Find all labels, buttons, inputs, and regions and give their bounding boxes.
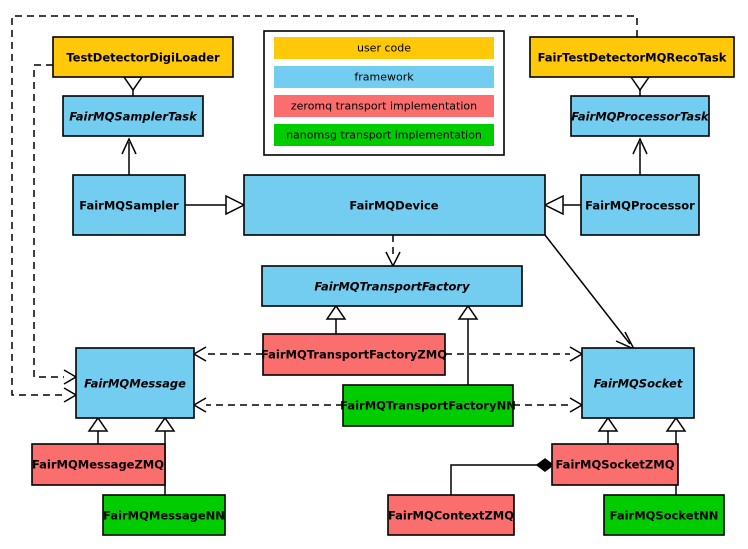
node-box[interactable]: [580, 174, 700, 236]
node-label: FairTestDetectorMQRecoTask: [538, 51, 727, 65]
node-testdetectordigiloader[interactable]: TestDetectorDigiLoader: [52, 36, 234, 78]
node-label: FairMQSamplerTask: [69, 110, 198, 124]
node-box[interactable]: [52, 36, 234, 78]
node-label: FairMQDevice: [349, 199, 438, 213]
node-fairtestdetectormqrecotask[interactable]: FairTestDetectorMQRecoTask: [529, 36, 735, 78]
node-layer: TestDetectorDigiLoader FairMQSamplerTask…: [31, 36, 735, 536]
node-box[interactable]: [551, 443, 679, 486]
node-box[interactable]: [31, 443, 166, 486]
legend-label-nanomsg: nanomsg transport implementation: [286, 129, 482, 142]
node-label: TestDetectorDigiLoader: [66, 51, 220, 65]
edge-factorynn-to-message: [192, 397, 343, 413]
node-fairmqprocessortask[interactable]: FairMQProcessorTask: [570, 95, 710, 137]
node-label: FairMQMessageZMQ: [32, 458, 164, 472]
node-label: FairMQContextZMQ: [388, 509, 514, 523]
edge-processortask-to-recotask: [629, 76, 651, 96]
node-box[interactable]: [262, 333, 446, 376]
edge-factorynn-to-factory: [457, 304, 479, 385]
node-fairmqmessagenn[interactable]: FairMQMessageNN: [102, 494, 226, 536]
legend-swatch-user-code: [274, 37, 494, 59]
node-label: FairMQSocketNN: [610, 509, 719, 523]
legend-item-zeromq: zeromq transport implementation: [274, 95, 494, 117]
node-label: FairMQSocket: [594, 377, 683, 391]
edge-socketzmq-to-socket: [597, 416, 619, 444]
edge-factoryzmq-to-socket: [445, 346, 584, 362]
node-label: FairMQTransportFactoryNN: [340, 399, 516, 413]
node-box[interactable]: [387, 494, 515, 536]
node-fairmqcontextzmq[interactable]: FairMQContextZMQ: [387, 494, 515, 536]
node-fairmqsocketnn[interactable]: FairMQSocketNN: [603, 494, 725, 536]
legend-label-zeromq: zeromq transport implementation: [291, 100, 477, 113]
node-fairmqsamplertask[interactable]: FairMQSamplerTask: [62, 95, 204, 137]
node-label: FairMQTransportFactory: [314, 280, 470, 294]
node-label: FairMQProcessorTask: [571, 110, 710, 124]
node-label: FairMQMessageNN: [103, 509, 225, 523]
node-label: FairMQMessage: [84, 377, 186, 391]
node-box[interactable]: [102, 494, 226, 536]
node-box[interactable]: [581, 347, 695, 419]
node-box[interactable]: [72, 174, 186, 236]
legend-label-framework: framework: [354, 71, 414, 84]
edge-processor-to-processortask: [632, 137, 648, 175]
legend-swatch-zeromq: [274, 95, 494, 117]
edge-samplertask-to-digiloader: [122, 76, 144, 96]
legend-item-user-code: user code: [274, 37, 494, 59]
node-box[interactable]: [243, 174, 546, 236]
edge-contextzmq-to-socketzmq: [450, 458, 555, 495]
node-box[interactable]: [75, 347, 195, 419]
node-fairmqtransportfactoryzmq[interactable]: FairMQTransportFactoryZMQ: [261, 333, 447, 376]
node-fairmqtransportfactorynn[interactable]: FairMQTransportFactoryNN: [340, 384, 516, 427]
legend-item-nanomsg: nanomsg transport implementation: [274, 124, 494, 146]
legend: user code framework zeromq transport imp…: [263, 30, 505, 156]
edge-messagezmq-to-message: [87, 416, 109, 444]
edge-sampler-to-device: [185, 194, 246, 216]
node-fairmqsocketzmq[interactable]: FairMQSocketZMQ: [551, 443, 679, 486]
edge-factoryzmq-to-factory: [325, 304, 347, 334]
node-fairmqdevice[interactable]: FairMQDevice: [243, 174, 546, 236]
node-label: FairMQSocketZMQ: [556, 458, 675, 472]
node-fairmqtransportfactory[interactable]: FairMQTransportFactory: [261, 265, 523, 307]
node-label: FairMQProcessor: [585, 199, 695, 213]
node-fairmqmessagezmq[interactable]: FairMQMessageZMQ: [31, 443, 166, 486]
edge-device-to-socket: [544, 234, 636, 351]
node-fairmqsampler[interactable]: FairMQSampler: [72, 174, 186, 236]
node-fairmqmessage[interactable]: FairMQMessage: [75, 347, 195, 419]
edge-layer: [11, 15, 687, 495]
node-box[interactable]: [261, 265, 523, 307]
legend-item-framework: framework: [274, 66, 494, 88]
node-box[interactable]: [570, 95, 710, 137]
node-box[interactable]: [529, 36, 735, 78]
node-label: FairMQSampler: [79, 199, 179, 213]
node-box[interactable]: [62, 95, 204, 137]
node-label: FairMQTransportFactoryZMQ: [261, 348, 447, 362]
node-box[interactable]: [342, 384, 514, 427]
legend-swatch-nanomsg: [274, 124, 494, 146]
legend-label-user-code: user code: [357, 42, 411, 55]
edge-processor-to-device: [543, 194, 581, 216]
node-box[interactable]: [603, 494, 725, 536]
edge-sampler-to-samplertask: [121, 137, 137, 175]
legend-swatch-framework: [274, 66, 494, 88]
node-fairmqsocket[interactable]: FairMQSocket: [581, 347, 695, 419]
node-fairmqprocessor[interactable]: FairMQProcessor: [580, 174, 700, 236]
edge-factoryzmq-to-message: [192, 346, 263, 362]
edge-factorynn-to-socket: [513, 397, 584, 413]
edge-device-to-transportfactory: [385, 235, 401, 268]
